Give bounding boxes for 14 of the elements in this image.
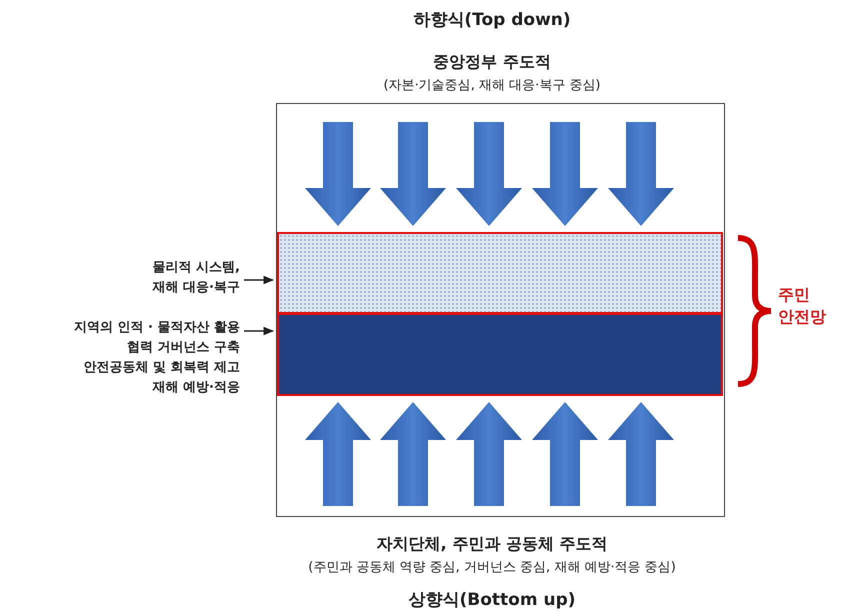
heading-text: 중앙정부 주도적 [433, 52, 551, 73]
band [277, 313, 723, 396]
band [277, 232, 723, 314]
heading-text: 상향식(Bottom up) [408, 589, 576, 611]
arrow [244, 276, 274, 284]
heading-text: 하향식(Top down) [413, 9, 571, 31]
side-text: 물리적 시스템, 재해 대응·복구 [128, 258, 240, 298]
arrow [244, 326, 274, 336]
side-text: 지역의 인적 · 물적자산 활용 협력 거버넌스 구축 안전공동체 및 회복력 제고 재해 예방·적응 [70, 318, 240, 398]
heading-text: 자치단체, 주민과 공동체 주도적 [376, 534, 608, 555]
heading-text: (자본·기술중심, 재해 대응·복구 중심) [384, 77, 600, 94]
frame-box [276, 103, 725, 517]
heading-text: (주민과 공동체 역량 중심, 거버넌스 중심, 재해 예방·적응 중심) [308, 559, 676, 576]
brace-label: 주민 안전망 [778, 284, 827, 328]
